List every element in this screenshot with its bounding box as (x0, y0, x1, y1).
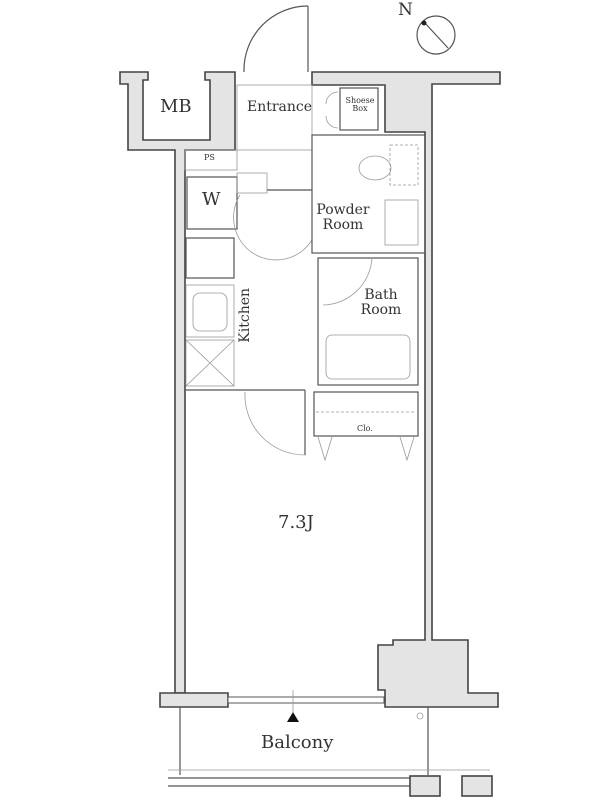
shoe-box-line1: Shoese (345, 96, 375, 105)
walls (119, 71, 501, 712)
room-label-balcony: Balcony (261, 732, 334, 753)
shoe-box-line2: Box (352, 104, 368, 114)
room-label-powder-room: Powder Room (312, 203, 374, 232)
bath-room-line2: Room (360, 301, 402, 318)
room-label-ps: PS (204, 153, 215, 162)
room-label-kitchen: Kitchen (237, 287, 254, 343)
entrance-door (243, 5, 309, 73)
room-label-shoe-box: Shoese Box (341, 96, 379, 114)
room-label-entrance: Entrance (247, 99, 313, 115)
room-label-bath-room: Bath Room (356, 288, 406, 317)
entry-arrow-icon (287, 712, 299, 722)
room-label-mb: MB (160, 96, 192, 117)
room-label-closet: Clo. (357, 424, 373, 433)
compass-icon (416, 15, 456, 55)
interior-lines (184, 84, 426, 462)
room-label-w: W (202, 189, 221, 210)
powder-room-line2: Room (322, 216, 364, 233)
compass-label: N (398, 0, 413, 20)
powder-room-line1: Powder (316, 202, 370, 218)
balcony-lines (168, 707, 493, 797)
bath-room-line1: Bath (364, 287, 398, 303)
room-label-living: 7.3J (278, 512, 314, 533)
